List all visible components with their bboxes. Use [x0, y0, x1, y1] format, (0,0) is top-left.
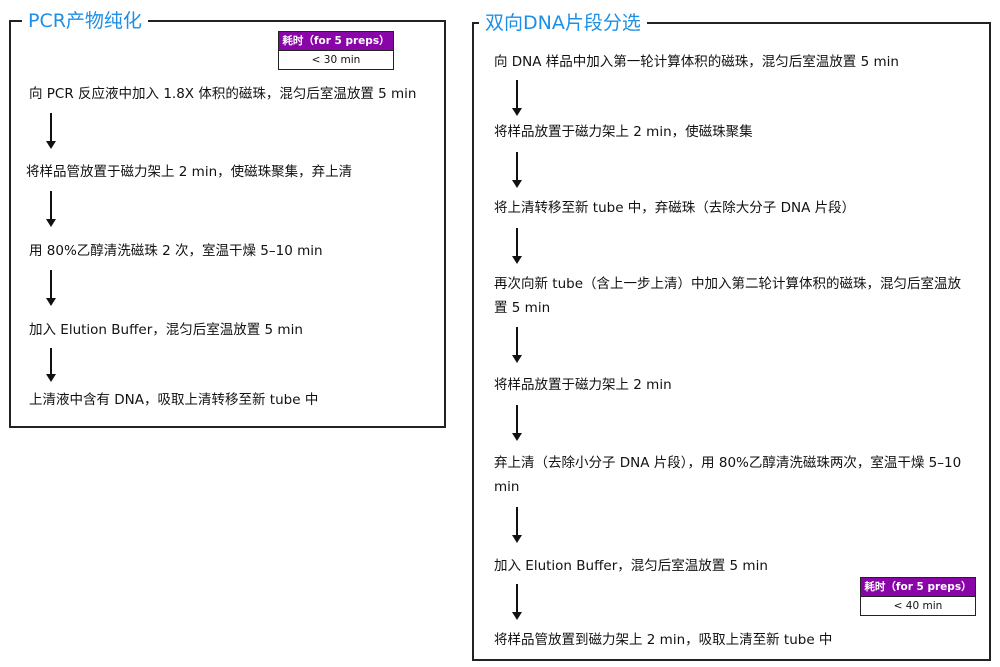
arrow-down-icon	[512, 584, 522, 620]
flow-step: 将样品管放置于磁力架上 2 min，使磁珠聚集，弃上清	[26, 164, 353, 180]
pcr-purification-panel	[9, 20, 446, 428]
flow-step: 将样品管放置到磁力架上 2 min，吸取上清至新 tube 中	[494, 632, 833, 648]
arrow-down-icon	[512, 507, 522, 543]
arrow-down-icon	[46, 270, 56, 306]
flow-step: 将样品放置于磁力架上 2 min	[494, 377, 672, 393]
flow-step: 加入 Elution Buffer，混匀后室温放置 5 min	[494, 558, 768, 574]
flow-step: 上清液中含有 DNA，吸取上清转移至新 tube 中	[29, 392, 319, 408]
time-value: < 30 min	[279, 51, 393, 69]
dna-size-selection-title: 双向DNA片段分选	[479, 11, 647, 35]
arrow-down-icon	[46, 113, 56, 149]
arrow-down-icon	[512, 327, 522, 363]
arrow-down-icon	[512, 80, 522, 116]
arrow-down-icon	[512, 405, 522, 441]
flow-step: 将样品放置于磁力架上 2 min，使磁珠聚集	[494, 124, 753, 140]
flow-step: 弃上清（去除小分子 DNA 片段），用 80%乙醇清洗磁珠两次，室温干燥 5–1…	[494, 455, 962, 495]
time-header: 耗时（for 5 preps）	[861, 578, 975, 597]
flow-step: 加入 Elution Buffer，混匀后室温放置 5 min	[29, 322, 303, 338]
arrow-down-icon	[46, 191, 56, 227]
flow-step: 将上清转移至新 tube 中，弃磁珠（去除大分子 DNA 片段）	[494, 200, 856, 216]
dna-size-selection-panel	[472, 22, 991, 661]
time-box-left: 耗时（for 5 preps） < 30 min	[278, 31, 394, 70]
arrow-down-icon	[512, 152, 522, 188]
time-header: 耗时（for 5 preps）	[279, 32, 393, 51]
arrow-down-icon	[512, 228, 522, 264]
arrow-down-icon	[46, 348, 56, 382]
flow-step: 再次向新 tube（含上一步上清）中加入第二轮计算体积的磁珠，混匀后室温放置 5…	[494, 276, 962, 316]
time-box-right: 耗时（for 5 preps） < 40 min	[860, 577, 976, 616]
time-value: < 40 min	[861, 597, 975, 615]
flow-step: 向 DNA 样品中加入第一轮计算体积的磁珠，混匀后室温放置 5 min	[494, 54, 899, 70]
flow-step: 用 80%乙醇清洗磁珠 2 次，室温干燥 5–10 min	[29, 243, 323, 259]
flow-step: 向 PCR 反应液中加入 1.8X 体积的磁珠，混匀后室温放置 5 min	[29, 86, 417, 102]
pcr-purification-title: PCR产物纯化	[22, 9, 148, 33]
